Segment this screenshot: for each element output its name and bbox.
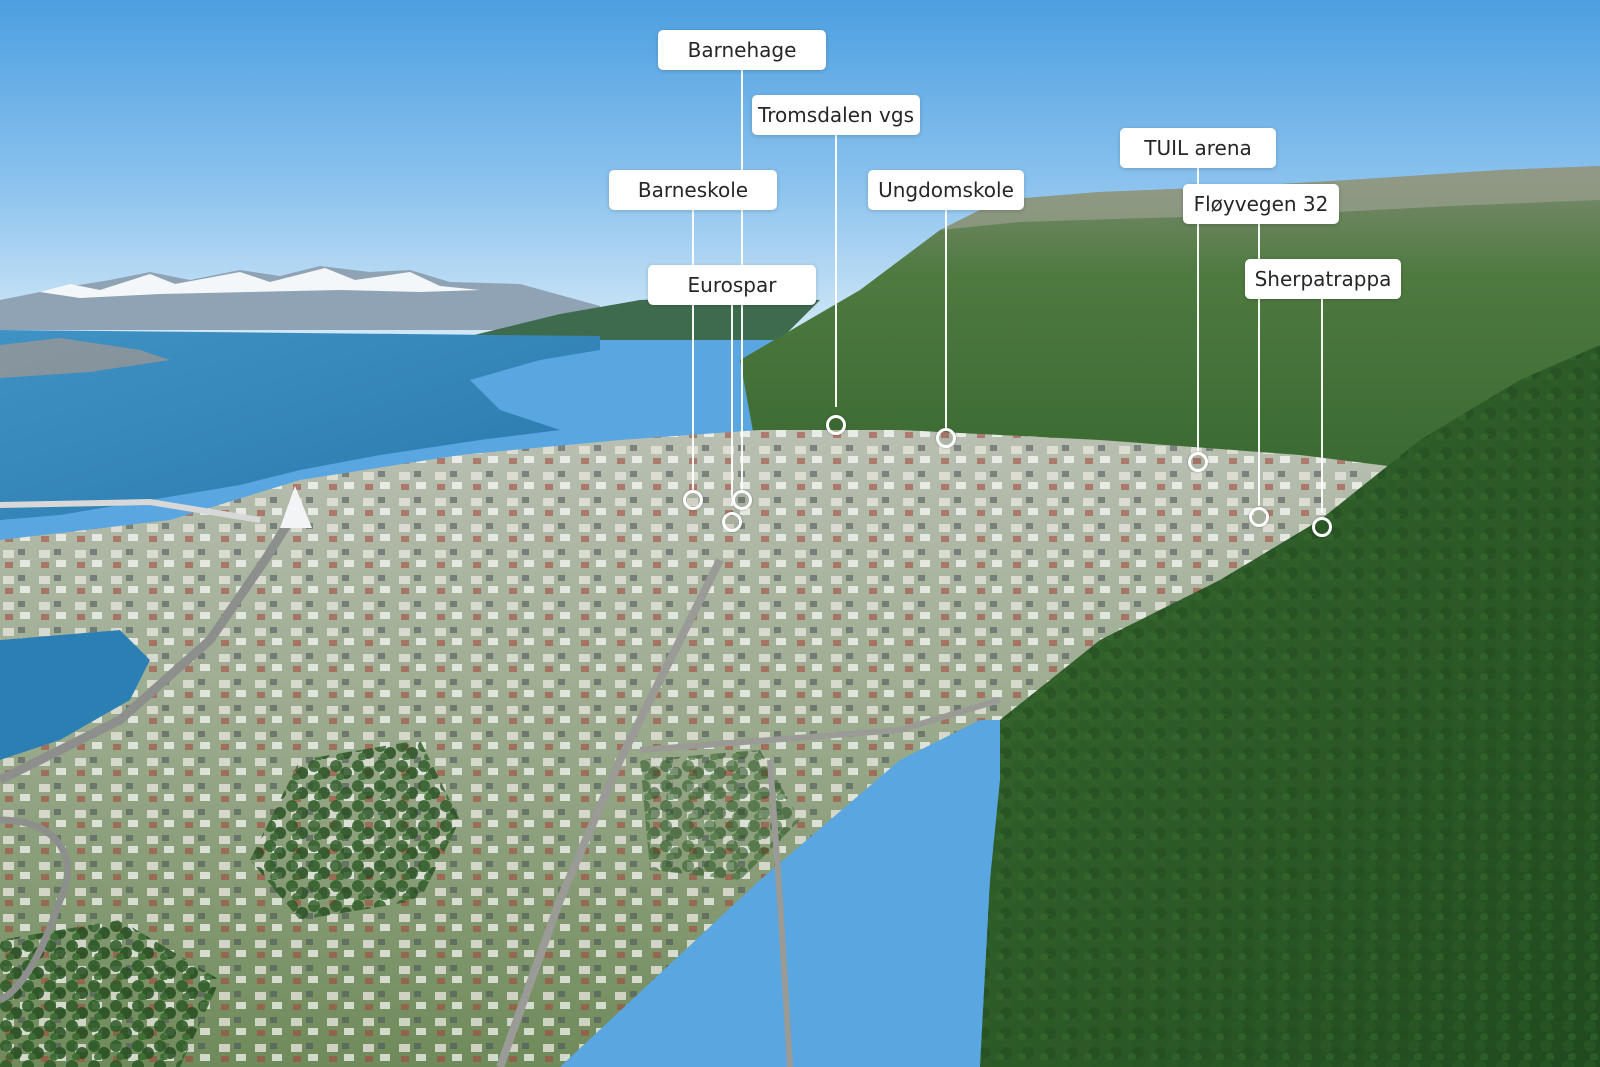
leader-line-tuil-arena	[1197, 167, 1199, 452]
tromsdalen-vgs-pin[interactable]	[826, 415, 846, 435]
callout-tuil-arena[interactable]: TUIL arena	[1120, 128, 1276, 168]
leader-line-ungdomskole	[945, 210, 947, 428]
leader-line-sherpatrappa	[1321, 297, 1323, 513]
sherpatrappa-pin[interactable]	[1312, 517, 1332, 537]
callout-ungdomskole[interactable]: Ungdomskole	[868, 170, 1024, 210]
callout-sherpatrappa[interactable]: Sherpatrappa	[1245, 259, 1401, 299]
tuil-arena-pin[interactable]	[1188, 452, 1208, 472]
callout-floyvegen-32[interactable]: Fløyvegen 32	[1183, 184, 1339, 224]
leader-line-tromsdalen-vgs	[835, 134, 837, 407]
barnehage-pin[interactable]	[732, 490, 752, 510]
callout-eurospar[interactable]: Eurospar	[648, 265, 816, 305]
callout-barnehage[interactable]: Barnehage	[658, 30, 826, 70]
barneskole-pin[interactable]	[683, 490, 703, 510]
eurospar-pin[interactable]	[722, 512, 742, 532]
callout-tromsdalen-vgs[interactable]: Tromsdalen vgs	[752, 95, 920, 135]
callout-barneskole[interactable]: Barneskole	[609, 170, 777, 210]
leader-line-barneskole	[692, 210, 694, 490]
leader-line-eurospar	[731, 304, 733, 506]
leader-line-floyvegen-32	[1258, 223, 1260, 506]
ungdomskole-pin[interactable]	[936, 428, 956, 448]
floyvegen-32-pin[interactable]	[1249, 507, 1269, 527]
